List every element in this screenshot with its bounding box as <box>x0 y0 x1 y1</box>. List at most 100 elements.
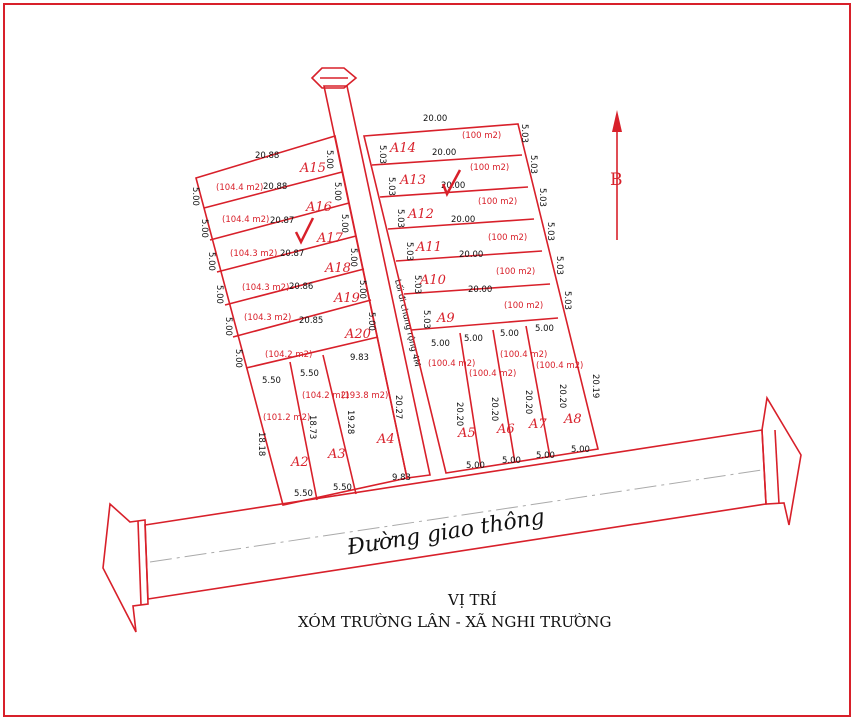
dim-l-d2: 18.73 <box>307 415 317 439</box>
road-arrow-left-icon <box>102 502 149 633</box>
dim-l-side-5: 5.00 <box>223 317 233 336</box>
lot-A20-name: A20 <box>344 327 371 342</box>
dim-l-6: 9.83 <box>350 353 369 363</box>
dim-l-4: 20.86 <box>289 282 313 292</box>
dim-r-rside-3: 5.03 <box>537 188 547 207</box>
dim-l-top-w2: 5.50 <box>300 369 319 379</box>
lot-A4-name: A4 <box>376 432 395 447</box>
road-arrow-right-icon <box>761 395 802 526</box>
dim-l-5: 20.85 <box>299 316 323 326</box>
lot-A17-area: (104.3 m2) <box>230 249 277 259</box>
lot-A20-area: (104.2 m2) <box>265 350 312 360</box>
lot-A11-name: A11 <box>415 240 442 255</box>
dim-r-d-5: 20.19 <box>590 374 600 398</box>
dim-l-d3: 19.28 <box>345 410 355 434</box>
dim-l-bot-w: 5.50 <box>294 489 313 499</box>
dim-l-bot-w3: 9.83 <box>392 473 411 483</box>
lot-A15-name: A15 <box>299 161 326 176</box>
dim-r-row-2: 20.00 <box>441 181 465 191</box>
lot-A13-area: (100 m2) <box>470 163 509 173</box>
lot-A11-area: (100 m2) <box>488 233 527 243</box>
lot-A10-name: A10 <box>419 273 446 288</box>
lot-A2-name: A2 <box>290 455 309 470</box>
lot-A8-area: (100.4 m2) <box>536 361 583 371</box>
page-frame <box>3 3 851 717</box>
dim-r-row-4: 20.00 <box>459 250 483 260</box>
lot-A10-area: (100 m2) <box>496 267 535 277</box>
north-arrow: B <box>610 110 623 240</box>
caption-location: XÓM TRƯỜNG LÂN - XÃ NGHI TRƯỜNG <box>298 613 611 631</box>
lot-A5-name: A5 <box>457 426 476 441</box>
dim-r-row-3: 20.00 <box>451 215 475 225</box>
dim-r-d-1: 20.20 <box>454 402 464 426</box>
dim-l-d4: 20.27 <box>393 395 403 419</box>
right-block: A14 (100 m2) A13 (100 m2) A12 (100 m2) A… <box>363 114 600 474</box>
lot-A12-area: (100 m2) <box>478 197 517 207</box>
lot-A19-name: A19 <box>333 291 360 306</box>
dim-r-d-2: 20.20 <box>489 397 499 421</box>
lot-A5-area: (100.4 m2) <box>428 359 475 369</box>
lot-A17-name: A17 <box>316 231 344 246</box>
lot-A7-area: (100.4 m2) <box>500 350 547 360</box>
north-arrow-head-icon <box>612 110 622 132</box>
dim-l-rside-1: 5.00 <box>324 150 334 169</box>
lot-A14-area: (100 m2) <box>462 131 501 141</box>
left-block: A15 (104.4 m2) A16 (104.4 m2) A17 (104.3… <box>190 134 411 506</box>
lot-A3-area: (104.2 m2) <box>302 391 349 401</box>
lot-A15-area: (104.4 m2) <box>216 183 263 193</box>
dim-l-rside-5: 5.00 <box>357 280 367 299</box>
dim-l-rside-3: 5.00 <box>339 214 349 233</box>
dim-l-side-2: 5.00 <box>199 219 209 238</box>
dim-r-d-4: 20.20 <box>557 384 567 408</box>
lot-A16-name: A16 <box>305 200 332 215</box>
lot-A9-area: (100 m2) <box>504 301 543 311</box>
check-mark-icon <box>294 217 315 245</box>
dim-r-rside-1: 5.03 <box>519 124 529 143</box>
lot-A6-area: (100.4 m2) <box>469 369 516 379</box>
dim-r-w-bot-2: 5.00 <box>502 456 521 466</box>
dim-r-rside-6: 5.03 <box>562 291 572 310</box>
dim-r-w-bot-4: 5.00 <box>571 445 590 455</box>
lot-A13-name: A13 <box>399 173 426 188</box>
dim-l-2: 20.87 <box>270 216 294 226</box>
dim-r-rside-4: 5.03 <box>545 222 555 241</box>
dim-l-top: 20.88 <box>255 151 279 161</box>
lot-A19-area: (104.3 m2) <box>244 313 291 323</box>
dim-r-lside-5: 5.03 <box>412 275 422 294</box>
dim-r-w-top-3: 5.00 <box>500 329 519 339</box>
dim-l-side-6: 5.00 <box>233 349 243 368</box>
dim-l-top-w: 5.50 <box>262 376 281 386</box>
dim-l-bot-w2: 5.50 <box>333 483 352 493</box>
alley-arrow-icon <box>310 67 358 89</box>
dim-r-top: 20.00 <box>423 114 447 124</box>
dim-r-w-top-4: 5.00 <box>535 324 554 334</box>
dim-r-row-1: 20.00 <box>432 148 456 158</box>
north-label: B <box>610 170 623 190</box>
lot-A4-area: (193.8 m2) <box>341 391 388 401</box>
dim-r-w-top-1: 5.00 <box>431 339 450 349</box>
dim-r-lside-4: 5.03 <box>404 242 414 261</box>
dim-r-w-top-2: 5.00 <box>464 334 483 344</box>
lot-A6-name: A6 <box>496 422 515 437</box>
dim-r-lside-2: 5.03 <box>386 177 396 196</box>
dim-r-lside-6: 5.03 <box>421 310 431 329</box>
dim-l-rside-2: 5.00 <box>332 182 342 201</box>
lot-A7-name: A7 <box>528 417 547 432</box>
lot-A8-name: A8 <box>563 412 582 427</box>
lot-A18-name: A18 <box>324 261 351 276</box>
dim-r-d-3: 20.20 <box>523 390 533 414</box>
dim-r-lside-1: 5.03 <box>377 145 387 164</box>
lot-A9-name: A9 <box>436 311 455 326</box>
caption-title: VỊ TRÍ <box>447 591 497 609</box>
lot-A2-area: (101.2 m2) <box>263 413 310 423</box>
lot-A16-area: (104.4 m2) <box>222 215 269 225</box>
check-mark-icon <box>441 169 462 197</box>
road-label: Đường giao thông <box>345 505 547 561</box>
dim-l-side-1: 5.00 <box>190 187 200 206</box>
dim-r-rside-2: 5.03 <box>528 155 538 174</box>
dim-r-lside-3: 5.03 <box>395 209 405 228</box>
dim-l-d1: 18.18 <box>256 432 266 456</box>
dim-r-w-bot-1: 5.00 <box>466 461 485 471</box>
dim-l-side-3: 5.00 <box>206 252 216 271</box>
